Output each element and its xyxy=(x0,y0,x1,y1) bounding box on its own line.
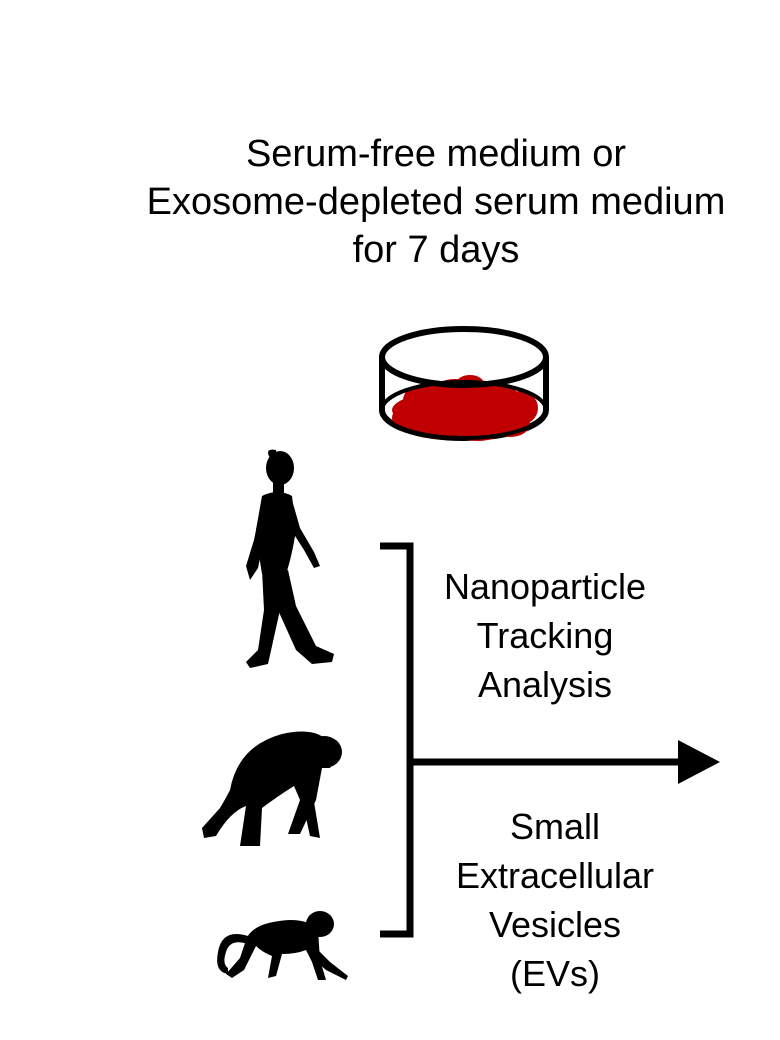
small-ev-label: Small Extracellular Vesicles (EVs) xyxy=(420,802,690,998)
label-line: (EVs) xyxy=(510,953,600,994)
human-icon xyxy=(246,449,334,668)
monkey-icon xyxy=(217,911,348,980)
label-line: Tracking xyxy=(476,615,614,656)
label-line: Analysis xyxy=(477,664,613,705)
cell-cluster xyxy=(392,375,538,441)
petri-dish-icon xyxy=(379,326,549,441)
title-line: for 7 days xyxy=(352,229,520,271)
nanoparticle-tracking-label: Nanoparticle Tracking Analysis xyxy=(415,562,675,709)
arrow-head-icon xyxy=(678,740,720,784)
label-line: Extracellular xyxy=(455,855,655,896)
process-bracket xyxy=(380,542,414,938)
title-line: Exosome-depleted serum medium xyxy=(146,181,726,223)
label-line: Nanoparticle xyxy=(443,566,647,607)
title-line: Serum-free medium or xyxy=(245,133,627,175)
label-line: Small xyxy=(509,806,601,847)
diagram-title: Serum-free medium or Exosome-depleted se… xyxy=(100,130,772,274)
label-line: Vesicles xyxy=(488,904,622,945)
chimpanzee-icon xyxy=(202,731,342,846)
